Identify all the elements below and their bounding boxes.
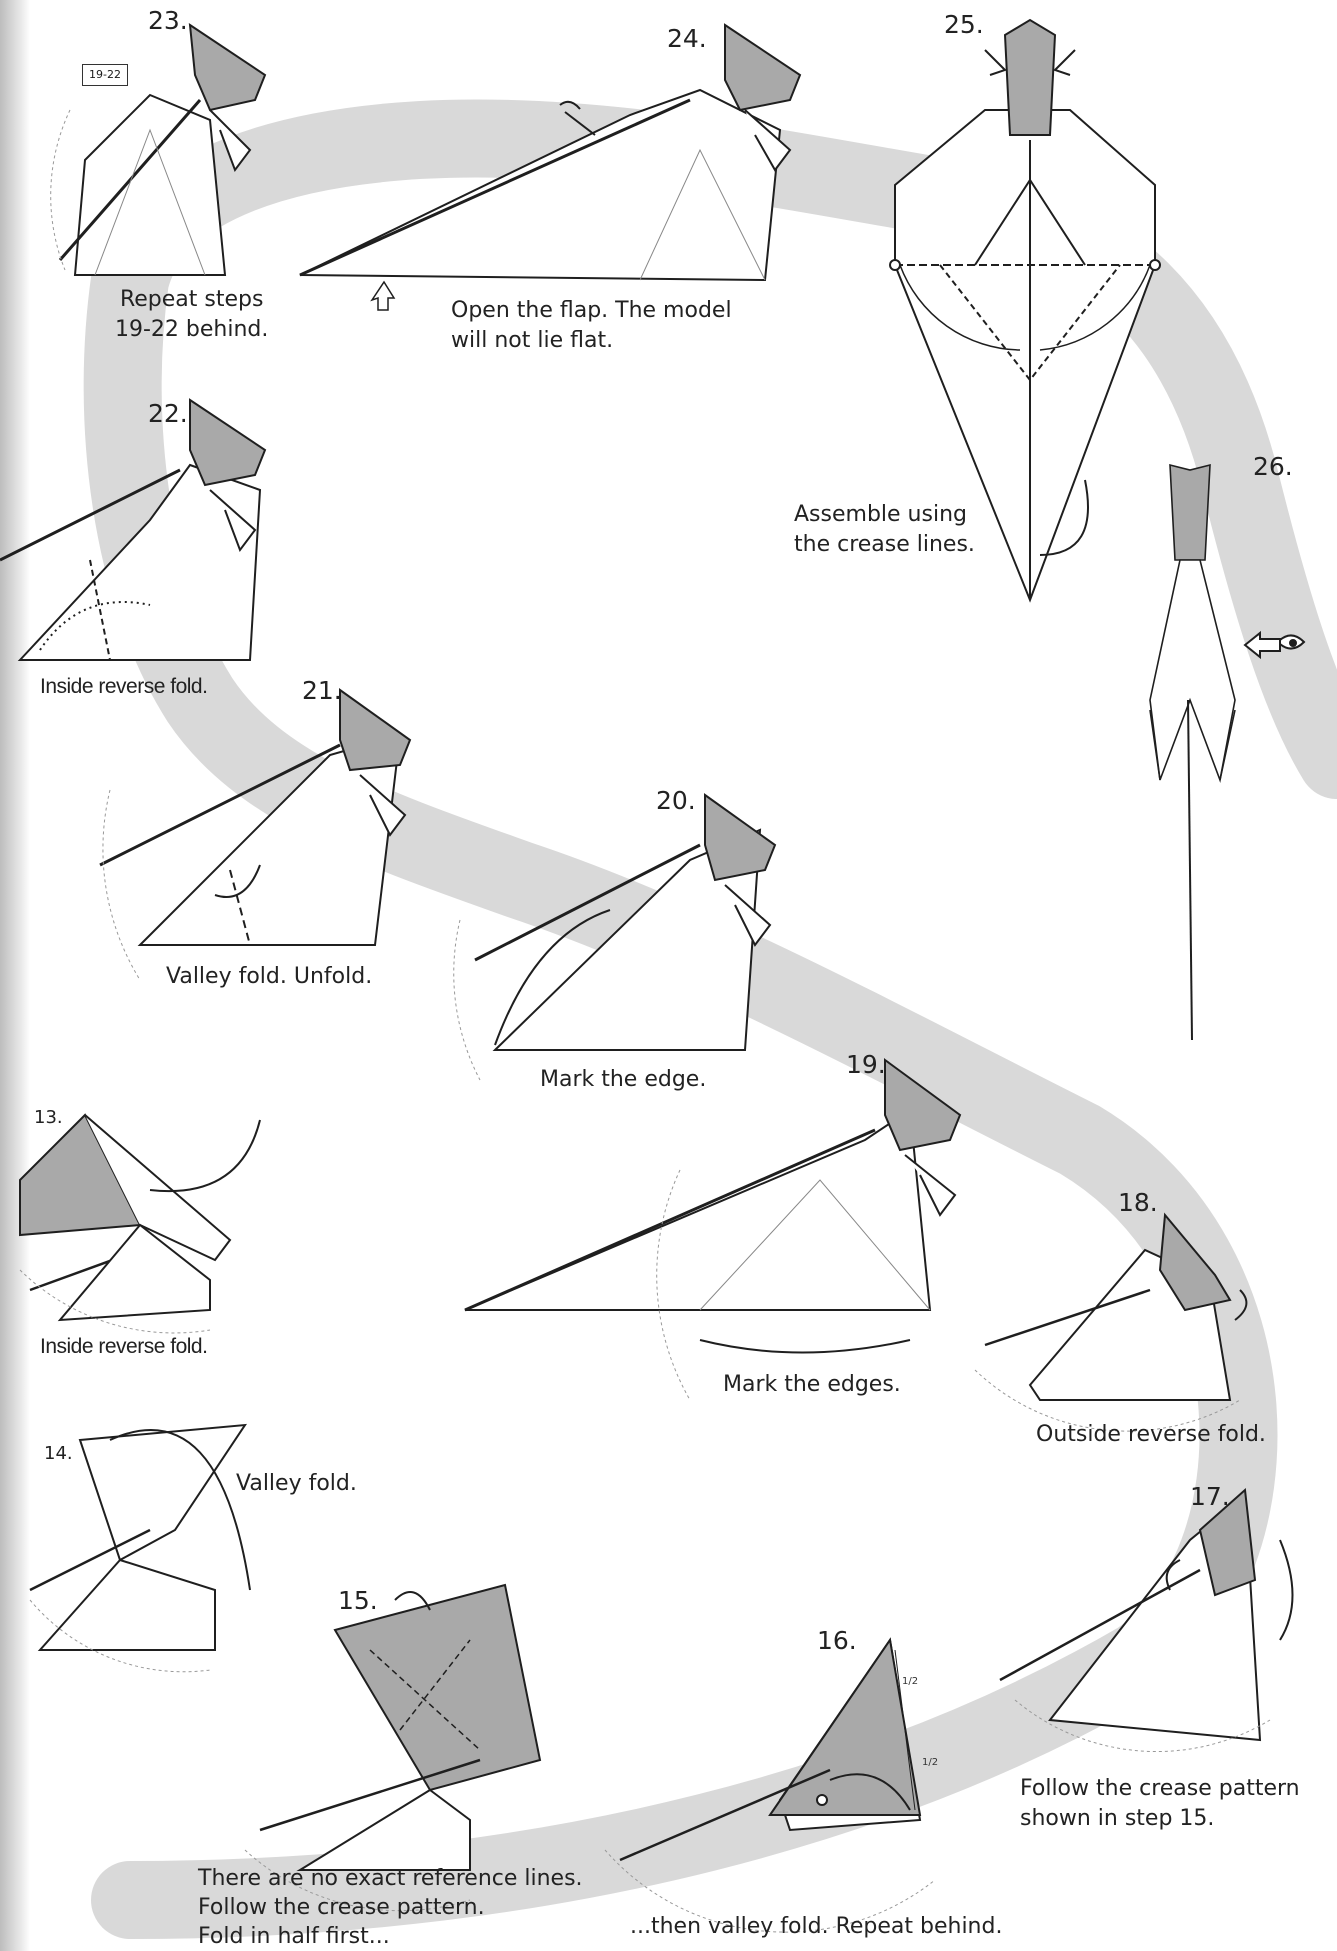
step-number-18: 18. <box>1118 1188 1158 1217</box>
step-number-22: 22. <box>148 399 188 428</box>
step-25-caption: Assemble using the crease lines. <box>794 500 975 560</box>
step-14-caption: Valley fold. <box>236 1469 357 1499</box>
step-18-caption: Outside reverse fold. <box>1036 1420 1266 1450</box>
step-22-caption: Inside reverse fold. <box>40 672 207 702</box>
step-17-caption: Follow the crease pattern shown in step … <box>1020 1774 1300 1834</box>
step-number-25: 25. <box>944 10 984 39</box>
step-15-caption: There are no exact reference lines. Foll… <box>198 1864 583 1951</box>
step-number-17: 17. <box>1190 1482 1230 1511</box>
step-number-23: 23. <box>148 6 188 35</box>
step-number-21: 21. <box>302 676 342 705</box>
step-19-drawing <box>465 1060 960 1400</box>
reference-box: 19-22 <box>82 64 128 86</box>
step-21-caption: Valley fold. Unfold. <box>166 962 372 992</box>
push-arrow-icon <box>372 282 394 310</box>
step-number-16: 16. <box>817 1626 857 1655</box>
step-number-24: 24. <box>667 24 707 53</box>
fraction-label: 1/2 <box>902 1676 918 1687</box>
step-23-caption: Repeat steps 19-22 behind. <box>115 285 268 345</box>
step-16-caption: ...then valley fold. Repeat behind. <box>630 1912 1002 1942</box>
step-19-caption: Mark the edges. <box>723 1370 901 1400</box>
step-13-caption: Inside reverse fold. <box>40 1332 207 1362</box>
step-24-caption: Open the flap. The model will not lie fl… <box>451 296 732 356</box>
step-number-26: 26. <box>1253 452 1293 481</box>
step-number-13: 13. <box>34 1107 63 1128</box>
step-number-15: 15. <box>338 1586 378 1615</box>
step-number-14: 14. <box>44 1443 73 1464</box>
step-20-caption: Mark the edge. <box>540 1065 706 1095</box>
step-number-20: 20. <box>656 786 696 815</box>
step-number-19: 19. <box>846 1050 886 1079</box>
step-13-drawing <box>20 1115 260 1333</box>
step-23-drawing <box>51 25 265 275</box>
fraction-label: 1/2 <box>922 1757 938 1768</box>
